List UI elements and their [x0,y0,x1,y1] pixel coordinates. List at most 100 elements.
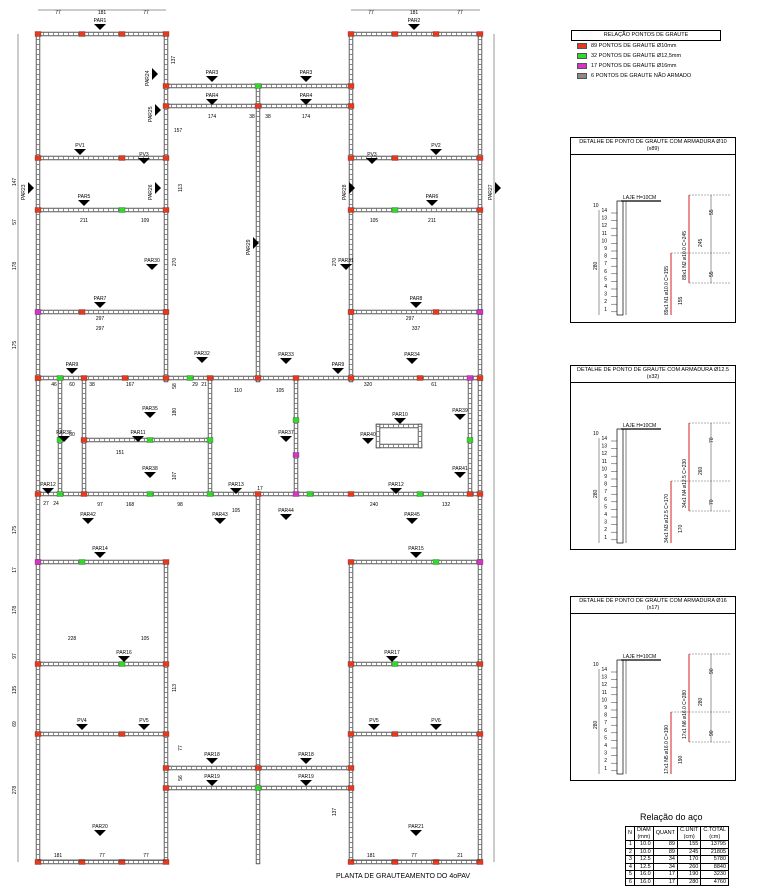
steel-cell: 10.0 [633,847,654,856]
grout-legend: RELAÇÃO PONTOS DE GRAUTE 89 PONTOS DE GR… [571,30,721,81]
wall-label: PAR19 [298,774,314,786]
grout-point [292,417,300,423]
grout-point [56,375,64,381]
dimension-label: 137 [171,56,177,65]
svg-text:PAR23: PAR23 [21,184,27,200]
wall-label: PAR25 [148,104,161,122]
steel-cell: 155 [676,840,702,849]
lower-bar-dim: 155 [678,296,684,305]
dimension-label: 228 [68,636,77,642]
course-number: 11 [602,231,607,237]
dimension-label: 98 [177,502,183,508]
upper-bar-dim: 260 [698,466,704,475]
steel-cell: 89 [652,840,678,849]
svg-text:PV3: PV3 [367,152,377,158]
grout-point [118,207,126,213]
dimension-label: 77 [55,10,61,16]
slab-label: LAJE H=10CM [623,654,656,660]
grout-point [432,31,440,37]
dimension-label: 58 [172,383,178,389]
wall-label: PAR32 [194,351,210,363]
dimension-label: 60 [69,382,75,388]
legend-item: 17 PONTOS DE GRAUTE Ø16mm [571,61,721,71]
dimension-label: 270 [332,258,338,267]
course-number: 3 [604,292,607,298]
wall-label: PAR12 [40,482,56,494]
dimension-label: 175 [12,526,18,535]
dimension-label: 77 [368,10,374,16]
grout-point [466,375,474,381]
course-number: 13 [601,216,607,222]
grout-point [347,785,355,791]
steel-cell: 245 [676,847,702,856]
dimension-label: 167 [126,382,135,388]
grout-point [34,661,42,667]
dimension-label: 60 [69,432,75,438]
grout-point [476,375,484,381]
grout-point [391,207,399,213]
svg-text:PAR38: PAR38 [142,466,158,472]
grout-point [162,31,170,37]
svg-text:PAR20: PAR20 [92,824,108,830]
steel-header-cell: N [625,826,635,841]
steel-cell: 190 [676,870,702,879]
grout-point [347,83,355,89]
lap-dim: 70 [709,437,715,443]
dimension-label: 211 [80,218,88,224]
course-number: 11 [602,690,607,696]
steel-cell: 170 [676,855,702,864]
grout-point [118,661,126,667]
dimension-label: 38 [89,382,95,388]
course-number: 3 [604,520,607,526]
svg-text:PAR8: PAR8 [410,296,423,302]
grout-detail-panel: DETALHE DE PONTO DE GRAUTE COM ARMADURA … [570,365,736,550]
legend-item: 32 PONTOS DE GRAUTE Ø12,5mm [571,51,721,61]
dimension-label: 181 [98,10,107,16]
grout-point [206,375,214,381]
lower-bar-label: 34x1 N3 ø12.5 C=170 [664,494,670,543]
wall-label: PAR9 [66,362,79,374]
svg-text:PAR2: PAR2 [408,18,421,24]
course-number: 8 [604,254,607,260]
svg-text:PV1: PV1 [75,143,85,149]
dimension-label: 77 [411,853,417,859]
svg-text:PV6: PV6 [431,718,441,724]
wall-label: PAR38 [142,466,158,478]
wall-label: PAR13 [228,482,244,494]
svg-text:PAR26: PAR26 [148,184,154,200]
course-number: 4 [604,284,607,290]
course-number: 14 [601,436,607,442]
lap-dim: 90 [709,668,715,674]
course-number: 10 [601,238,607,244]
grout-point [347,31,355,37]
course-number: 3 [604,751,607,757]
grout-point [162,375,170,381]
grout-point [347,309,355,315]
svg-text:PV3: PV3 [139,152,149,158]
wall-label: PAR12 [388,482,404,494]
steel-header-cell: QUANT [652,826,678,841]
svg-text:PAR30: PAR30 [144,258,160,264]
svg-text:PAR21: PAR21 [408,824,424,830]
wall-label: PAR6 [426,194,439,206]
svg-text:PAR41: PAR41 [452,466,468,472]
grout-point [162,859,170,865]
svg-text:PAR42: PAR42 [80,512,96,518]
dimension-label: 105 [370,218,379,224]
svg-text:PAR3: PAR3 [206,70,219,76]
wall-label: PAR26 [148,182,161,200]
svg-text:PAR16: PAR16 [116,650,132,656]
wall-label: PAR18 [204,752,220,764]
svg-text:PAR7: PAR7 [94,296,107,302]
course-number: 6 [604,497,607,503]
steel-cell: 3230 [700,870,730,879]
course-number: 4 [604,512,607,518]
wall-label: PV3 [366,152,378,164]
dimension-label: 109 [141,218,150,224]
svg-text:PAR24: PAR24 [145,70,151,86]
grout-point [254,765,262,771]
grout-detail-panel: DETALHE DE PONTO DE GRAUTE COM ARMADURA … [570,596,736,781]
grout-point [391,31,399,37]
grout-point [162,559,170,565]
